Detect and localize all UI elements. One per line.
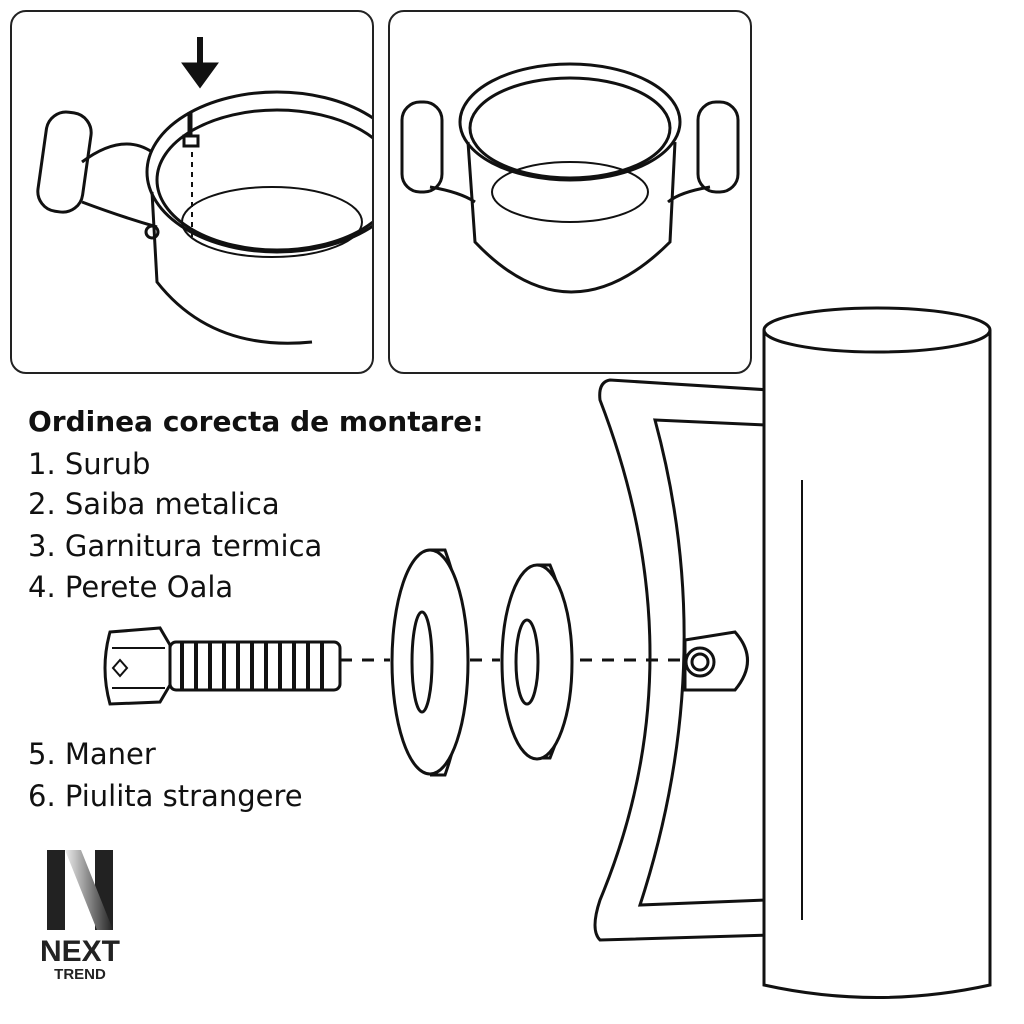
cap-nut xyxy=(683,630,749,692)
bolt xyxy=(103,626,342,706)
step-1: 1. Surub xyxy=(28,447,151,481)
step-panel-assembled-pot xyxy=(388,10,752,374)
metal-washer xyxy=(390,548,470,777)
step-panel-insert-bolt xyxy=(10,10,409,374)
logo-next: NEXT xyxy=(39,935,120,968)
step-5: 5. Maner xyxy=(28,737,156,771)
step-2: 2. Saiba metalica xyxy=(28,487,280,521)
thermal-gasket xyxy=(500,563,574,761)
instructions-title: Ordinea corecta de montare: xyxy=(28,405,484,438)
assembled-pot-illustration xyxy=(400,62,740,294)
step-4: 4. Perete Oala xyxy=(28,570,234,604)
handle-bracket xyxy=(593,378,772,942)
logo-monogram-icon xyxy=(47,850,113,930)
step-6: 6. Piulita strangere xyxy=(28,779,303,813)
brand-logo: NEXT TREND xyxy=(30,850,130,1000)
handle-cylinder xyxy=(762,306,992,999)
pot-with-bolt-illustration xyxy=(36,37,409,345)
step-3: 3. Garnitura termica xyxy=(28,529,323,563)
logo-trend: TREND xyxy=(54,966,106,983)
